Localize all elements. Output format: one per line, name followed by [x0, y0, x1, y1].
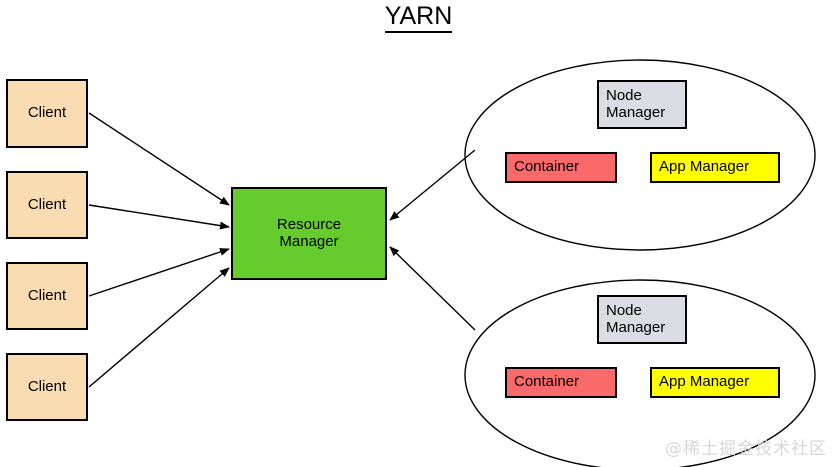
arrow-node-group-2-to-resource-manager — [389, 246, 476, 331]
resource-manager-box[interactable]: Resource Manager — [231, 187, 387, 280]
arrow-client-4-to-resource-manager — [88, 267, 230, 388]
page-title-text: YARN — [384, 2, 453, 33]
arrow-client-2-to-resource-manager — [88, 204, 230, 230]
node-group-2-ellipse — [464, 279, 816, 467]
app-manager-box-1[interactable]: App Manager — [650, 152, 780, 183]
app-manager-box-2-label: App Manager — [659, 373, 750, 391]
container-box-1[interactable]: Container — [505, 152, 617, 183]
client-box-4[interactable]: Client — [6, 353, 88, 421]
node-manager-box-1[interactable]: Node Manager — [597, 80, 687, 129]
client-box-1-label: Client — [27, 104, 67, 122]
client-box-2-label: Client — [27, 195, 67, 213]
page-title: YARN — [0, 2, 837, 33]
node-manager-box-2[interactable]: Node Manager — [597, 295, 687, 344]
resource-manager-label-line1: Resource — [276, 215, 342, 233]
arrow-node-group-1-to-resource-manager — [389, 149, 476, 221]
container-box-1-label: Container — [514, 158, 580, 176]
arrow-client-1-to-resource-manager — [88, 112, 230, 206]
container-box-2-label: Container — [514, 373, 580, 391]
node-manager-box-1-label-line2: Manager — [606, 103, 666, 121]
node-manager-box-1-label-line1: Node — [606, 86, 642, 104]
app-manager-box-2[interactable]: App Manager — [650, 367, 780, 398]
watermark: @稀土掘金技术社区 — [665, 439, 827, 459]
client-box-4-label: Client — [27, 377, 67, 395]
arrow-client-3-to-resource-manager — [88, 248, 230, 297]
node-manager-box-2-label-line1: Node — [606, 301, 642, 319]
app-manager-box-1-label: App Manager — [659, 158, 750, 176]
client-box-3[interactable]: Client — [6, 262, 88, 330]
node-group-1-ellipse — [464, 59, 816, 251]
resource-manager-label-line2: Manager — [279, 232, 339, 250]
node-manager-box-2-label-line2: Manager — [606, 318, 666, 336]
client-box-2[interactable]: Client — [6, 171, 88, 239]
client-box-3-label: Client — [27, 286, 67, 304]
client-box-1[interactable]: Client — [6, 79, 88, 148]
container-box-2[interactable]: Container — [505, 367, 617, 398]
